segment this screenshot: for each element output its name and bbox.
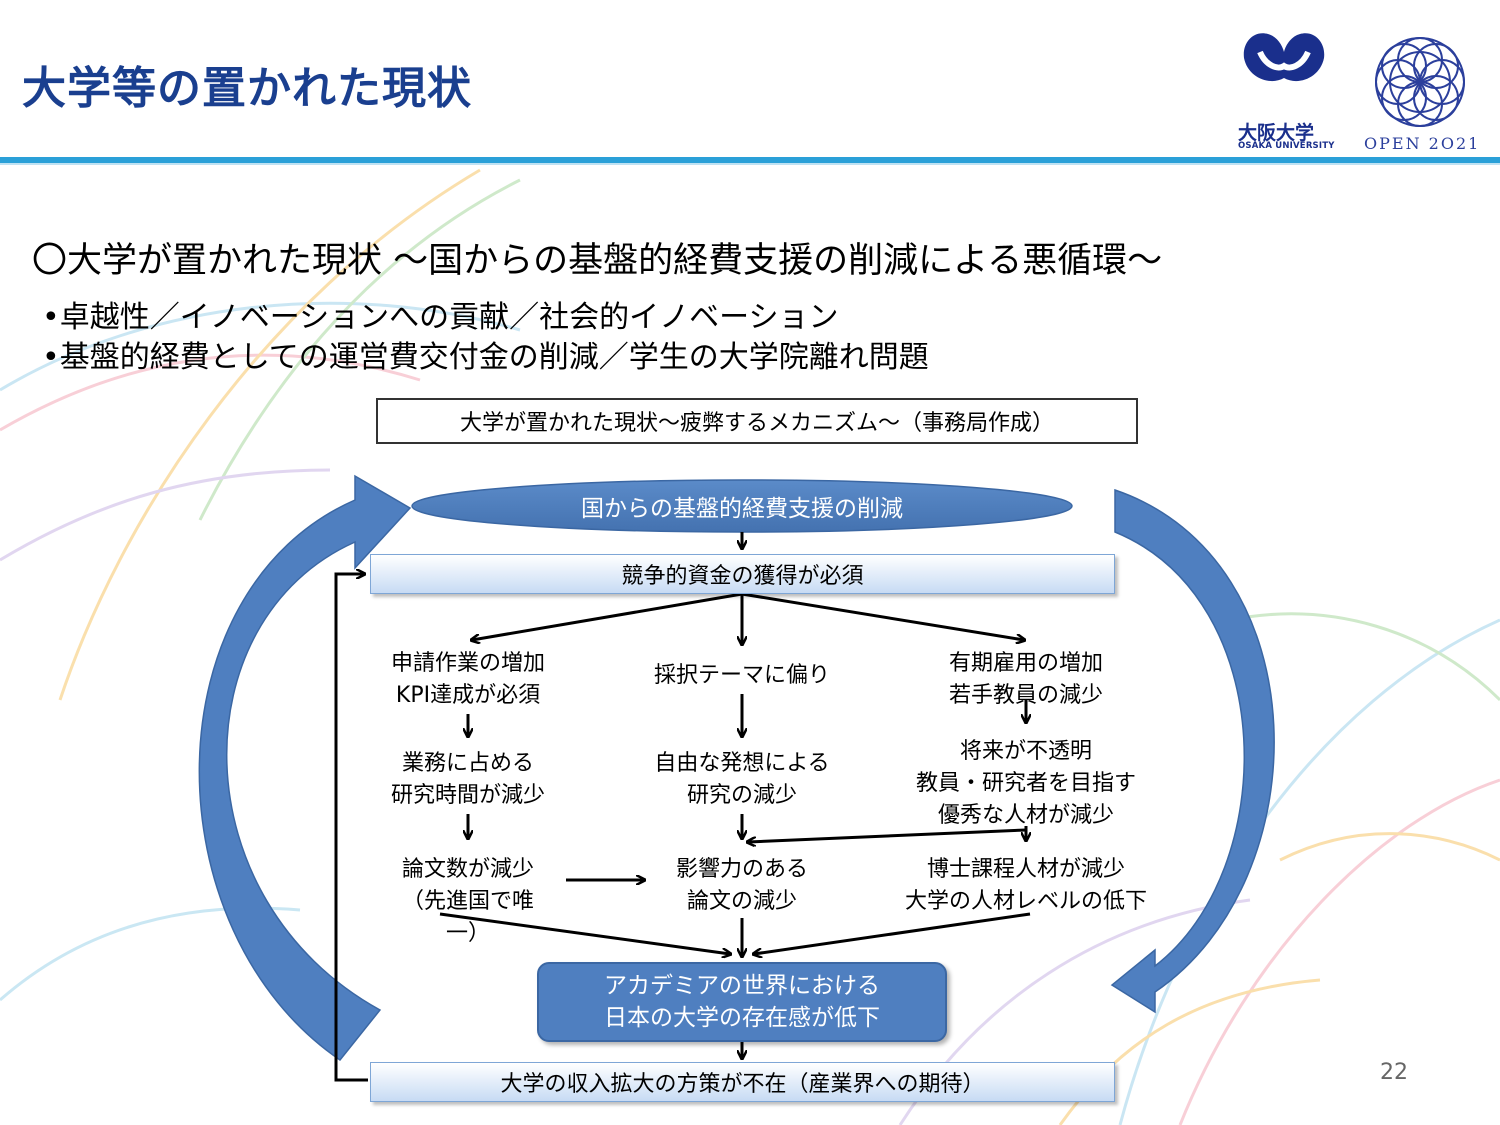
competitive-funding-bar: 競争的資金の獲得が必須 xyxy=(370,554,1115,594)
income-expansion-bar: 大学の収入拡大の方策が不在（産業界への期待） xyxy=(370,1062,1115,1102)
osaka-university-logo-text: 大阪大学 xyxy=(1238,122,1315,144)
slide-title: 大学等の置かれた現状 xyxy=(22,63,472,114)
node-fixed-term-employment: 有期雇用の増加 若手教員の減少 xyxy=(948,651,1103,708)
page-number: 22 xyxy=(1380,1060,1408,1085)
open-2021-logo-text: OPEN 2O21 xyxy=(1364,134,1481,153)
bullet-item: •基盤的経費としての運営費交付金の削減／学生の大学院離れ問題 xyxy=(42,340,929,375)
node-doctoral-talent-decrease: 博士課程人材が減少 大学の人材レベルの低下 xyxy=(904,857,1147,914)
diagram-caption: 大学が置かれた現状～疲弊するメカニズム～（事務局作成） xyxy=(376,398,1138,444)
ring-emblem-icon xyxy=(1375,37,1465,127)
section-heading: 〇大学が置かれた現状 ～国からの基盤的経費支援の削減による悪循環～ xyxy=(32,241,1163,281)
cycle-arrow-right xyxy=(1110,488,1275,1014)
node-uncertain-future: 将来が不透明 教員・研究者を目指す 優秀な人材が減少 xyxy=(915,739,1136,828)
osaka-university-logo-subtext: OSAKA UNIVERSITY xyxy=(1238,141,1335,151)
header-rule-light xyxy=(0,163,1500,165)
bullet-item: •卓越性／イノベーションへの貢献／社会的イノベーション xyxy=(42,300,839,335)
node-paper-count-decrease: 論文数が減少 （先進国で唯 一） xyxy=(401,857,534,946)
ginkgo-leaf-icon xyxy=(1243,33,1325,110)
academia-presence-box: アカデミアの世界における 日本の大学の存在感が低下 xyxy=(537,962,947,1042)
node-theme-bias: 採択テーマに偏り xyxy=(653,663,830,688)
node-application-workload: 申請作業の増加 KPI達成が必須 xyxy=(390,651,545,708)
node-impactful-papers-decrease: 影響力のある 論文の減少 xyxy=(675,857,808,914)
top-ellipse-label: 国からの基盤的経費支援の削減 xyxy=(581,496,903,522)
node-research-time-decrease: 業務に占める 研究時間が減少 xyxy=(390,751,545,808)
header-rule xyxy=(0,157,1500,163)
cycle-arrow-left xyxy=(198,474,412,1062)
node-free-research-decrease: 自由な発想による 研究の減少 xyxy=(654,751,830,808)
